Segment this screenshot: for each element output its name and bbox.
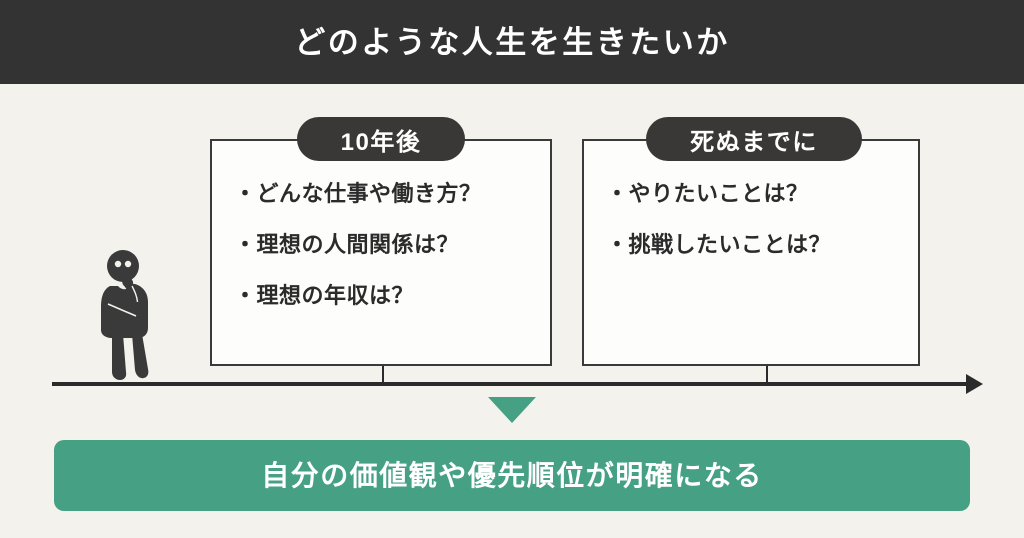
panel-ten-years-list: ・どんな仕事や働き方？ ・理想の人間関係は？ ・理想の年収は？: [212, 141, 550, 336]
badge-label: 死ぬまでに: [690, 128, 818, 156]
list-item: ・理想の年収は？: [234, 283, 415, 308]
list-item: ・挑戦したいことは？: [606, 232, 832, 257]
connector-until-death: [766, 366, 768, 384]
conclusion-banner: 自分の価値観や優先順位が明確になる: [54, 440, 970, 511]
page-title: どのような人生を生きたいか: [294, 24, 730, 60]
conclusion-text: 自分の価値観や優先順位が明確になる: [261, 459, 763, 491]
panel-until-death: ・やりたいことは？ ・挑戦したいことは？: [582, 139, 920, 366]
badge-label: 10年後: [340, 128, 422, 156]
chevron-down-icon: [488, 397, 536, 423]
thinking-person-icon: [92, 250, 166, 383]
timeline-arrow-icon: [966, 374, 983, 394]
list-item: ・理想の人間関係は？: [234, 232, 460, 257]
badge-until-death: 死ぬまでに: [646, 117, 862, 161]
panel-until-death-list: ・やりたいことは？ ・挑戦したいことは？: [584, 141, 918, 285]
panel-ten-years: ・どんな仕事や働き方？ ・理想の人間関係は？ ・理想の年収は？: [210, 139, 552, 366]
connector-ten-years: [382, 366, 384, 384]
timeline-axis: [52, 382, 972, 386]
header-bar: どのような人生を生きたいか: [0, 0, 1024, 84]
badge-ten-years: 10年後: [297, 117, 465, 161]
list-item: ・やりたいことは？: [606, 181, 809, 206]
list-item: ・どんな仕事や働き方？: [234, 181, 482, 206]
